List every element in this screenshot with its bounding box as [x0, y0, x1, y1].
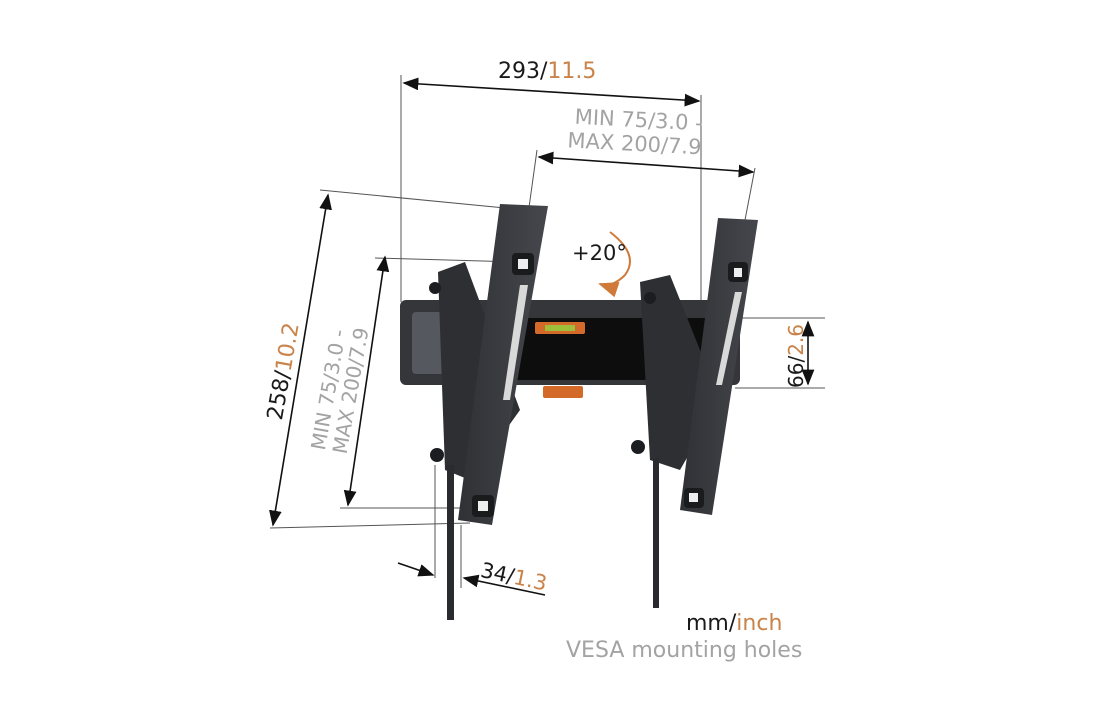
- right-arm: [631, 218, 758, 608]
- extension-lines: [269, 75, 825, 588]
- vesa-horizontal-label: MIN 75/3.0 - MAX 200/7.9: [566, 104, 704, 160]
- left-arm: [429, 204, 548, 620]
- tilt-label: +20°: [572, 241, 627, 265]
- vesa-legend-note: VESA mounting holes: [566, 638, 803, 663]
- brand-tag: [543, 386, 583, 398]
- width-total-label: 293/11.5: [498, 59, 597, 84]
- unit-legend: mm/inch: [686, 611, 783, 636]
- tilt-arrow-icon: [598, 231, 631, 298]
- wall-plate-height-label: 66/2.6: [784, 323, 808, 388]
- dimension-arrows: [269, 77, 815, 596]
